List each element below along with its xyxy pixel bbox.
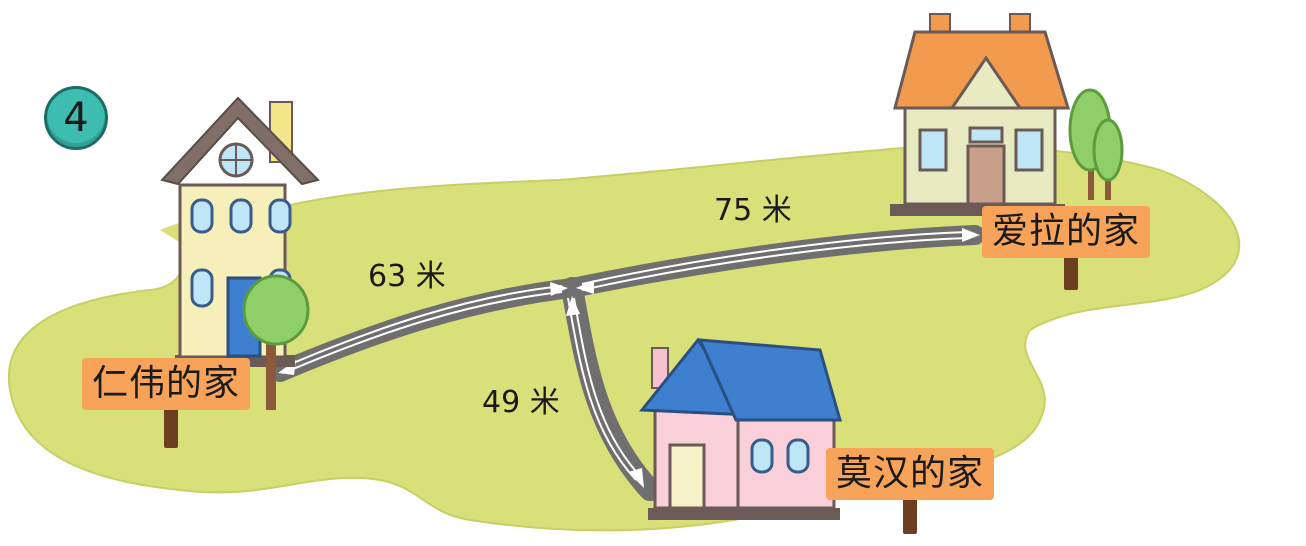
arrowhead-mohan <box>628 468 644 488</box>
sign-post-mohan <box>903 498 917 534</box>
sign-mohan-home: 莫汉的家 <box>826 448 995 500</box>
mohan-house-illustration <box>638 337 842 520</box>
sign-aila-home: 爱拉的家 <box>982 206 1151 258</box>
aila-house-illustration <box>890 13 1071 216</box>
distance-label-49: 49 米 <box>482 385 560 420</box>
arrowhead-junction-down <box>566 296 580 316</box>
tree-aila <box>1068 88 1124 200</box>
sign-post-aila <box>1064 248 1078 290</box>
sign-post-renwei <box>164 400 178 448</box>
road-renwei-junction <box>270 278 582 382</box>
problem-number: 4 <box>63 95 89 141</box>
arrowhead-junction-right <box>576 280 594 294</box>
sign-renwei-home: 仁伟的家 <box>82 358 251 410</box>
arrowhead-aila <box>962 228 980 242</box>
road-network <box>270 225 985 501</box>
tree-renwei <box>242 274 310 410</box>
road-junction-aila <box>562 225 985 298</box>
arrowhead-junction-left <box>550 282 568 296</box>
problem-number-badge: 4 <box>44 86 108 150</box>
distance-label-63: 63 米 <box>368 259 446 294</box>
distance-label-75: 75 米 <box>714 193 792 228</box>
